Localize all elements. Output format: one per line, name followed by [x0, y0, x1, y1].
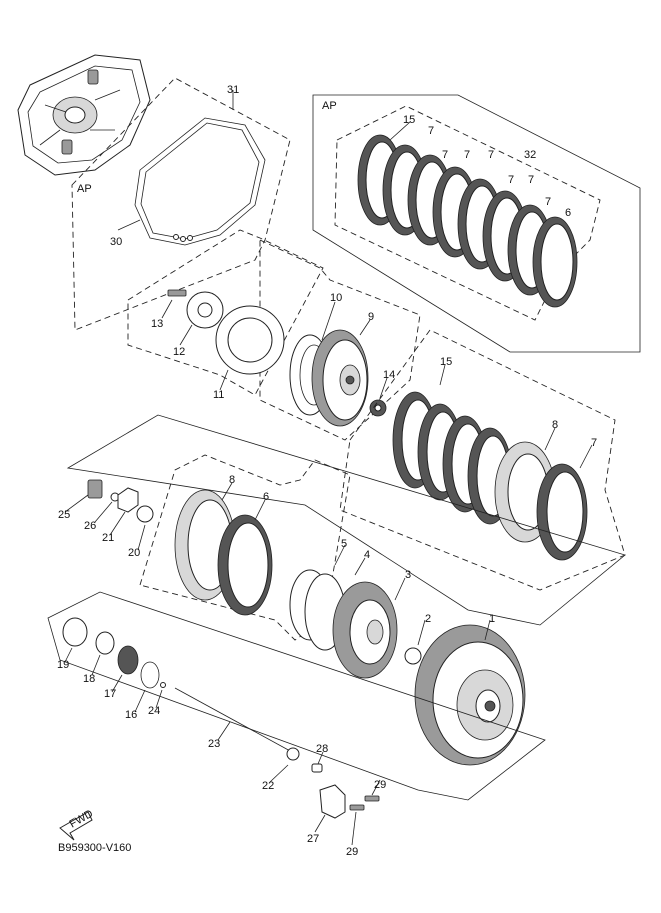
- callout-14: 14: [383, 369, 395, 381]
- callout-7c: 7: [464, 149, 470, 161]
- callout-30: 30: [110, 236, 122, 248]
- callout-9: 9: [368, 311, 374, 323]
- clutch-boss-plates: [174, 489, 422, 679]
- pressure-plate: [289, 329, 387, 427]
- callout-29a: 29: [374, 779, 386, 791]
- callout-labels: 1 2 3 4 5 6 6 7 7 7 7 7 7 7 7 8 8 9 10 1…: [57, 84, 597, 858]
- crankcase-cover: [17, 54, 151, 176]
- callout-7e: 7: [508, 174, 514, 186]
- callout-26: 26: [84, 520, 96, 532]
- clutch-housing: [414, 624, 526, 766]
- leader-lines: [64, 90, 593, 846]
- fwd-label: FWD: [68, 808, 96, 831]
- callout-15b: 15: [403, 114, 415, 126]
- callout-15a: 15: [440, 356, 452, 368]
- friction-plate-stack-top: [357, 134, 578, 308]
- callout-28: 28: [316, 743, 328, 755]
- callout-7a: 7: [428, 125, 434, 137]
- push-rod-plate: [167, 289, 285, 375]
- callout-1: 1: [489, 613, 495, 625]
- callout-29b: 29: [346, 846, 358, 858]
- callout-21: 21: [102, 532, 114, 544]
- callout-5: 5: [341, 538, 347, 550]
- callout-23: 23: [208, 738, 220, 750]
- callout-7d: 7: [488, 149, 494, 161]
- push-lever: [311, 763, 380, 819]
- callout-18: 18: [83, 673, 95, 685]
- friction-plate-stack-middle: [392, 391, 588, 561]
- callout-10: 10: [330, 292, 342, 304]
- drawing-code: B959300-V160: [58, 842, 132, 854]
- callout-3: 3: [405, 569, 411, 581]
- callout-8a: 8: [552, 419, 558, 431]
- callout-16: 16: [125, 709, 137, 721]
- bearing-spacer-set: [62, 617, 300, 761]
- callout-17: 17: [104, 688, 116, 700]
- gasket: [134, 117, 266, 246]
- ap-label-right: AP: [322, 100, 337, 112]
- callout-7h: 7: [591, 437, 597, 449]
- nut-washer-set: [87, 479, 154, 523]
- callout-24: 24: [148, 705, 160, 717]
- callout-11: 11: [213, 389, 224, 401]
- callout-4: 4: [364, 549, 370, 561]
- callout-7g: 7: [545, 196, 551, 208]
- callout-7f: 7: [528, 174, 534, 186]
- callout-2: 2: [425, 613, 431, 625]
- callout-25: 25: [58, 509, 70, 521]
- callout-32: 32: [524, 149, 536, 161]
- ap-label-left: AP: [77, 183, 92, 195]
- callout-22: 22: [262, 780, 274, 792]
- callout-6b: 6: [565, 207, 571, 219]
- callout-27: 27: [307, 833, 319, 845]
- callout-7b: 7: [442, 149, 448, 161]
- callout-31: 31: [227, 84, 239, 96]
- callout-19: 19: [57, 659, 69, 671]
- callout-6a: 6: [263, 491, 269, 503]
- callout-8b: 8: [229, 474, 235, 486]
- callout-20: 20: [128, 547, 140, 559]
- fwd-arrow-icon: [59, 811, 93, 841]
- callout-13: 13: [151, 318, 163, 330]
- callout-12: 12: [173, 346, 185, 358]
